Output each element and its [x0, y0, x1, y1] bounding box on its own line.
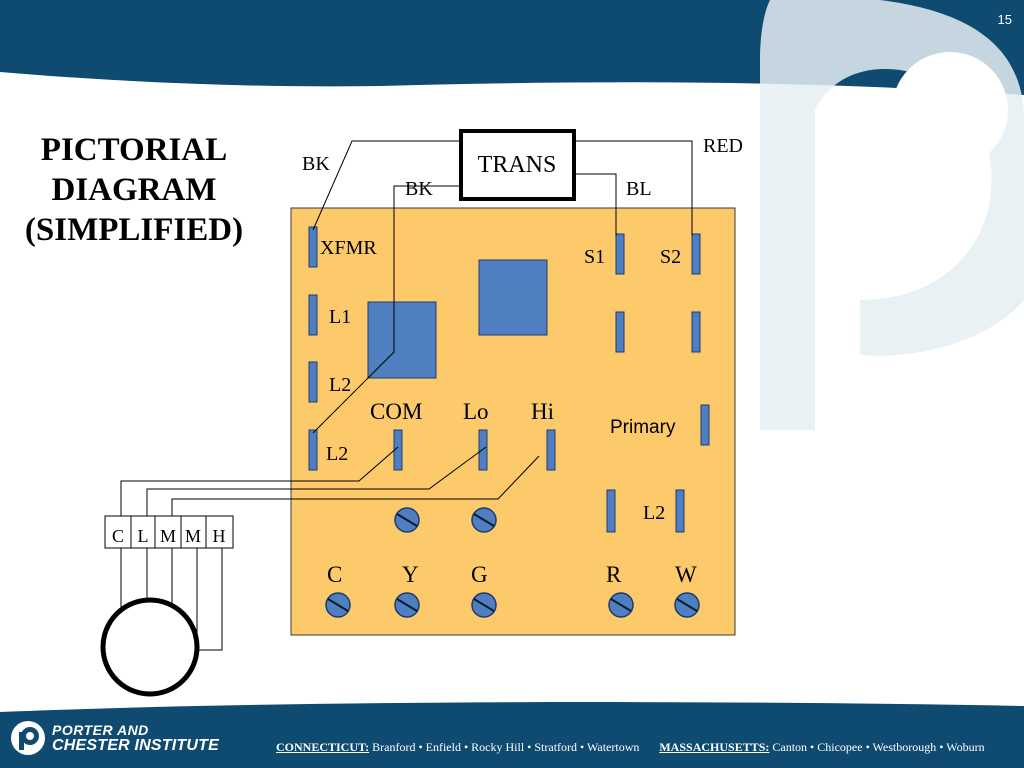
ma-label: MASSACHUSETTS: [659, 740, 770, 754]
wire-red-to-s2 [574, 140, 693, 236]
tab-hi [546, 429, 556, 471]
relay-block-left [367, 301, 437, 379]
wire-bl-to-s1 [574, 173, 617, 236]
screw-c [325, 592, 351, 618]
terminal-label-primary: Primary [610, 417, 676, 438]
screw-upper-1 [394, 507, 420, 533]
slide-number: 15 [997, 12, 1012, 27]
ma-cities: Canton • Chicopee • Westborough • Woburn [772, 740, 985, 754]
screw-w [674, 592, 700, 618]
transformer-label: TRANS [478, 152, 557, 178]
motor-lead-block [104, 515, 234, 549]
terminal-label-l2-lower: L2 [326, 443, 348, 465]
ct-cities: Branford • Enfield • Rocky Hill • Stratf… [372, 740, 640, 754]
tab-s1 [615, 233, 625, 275]
wire-hi-to-m [171, 455, 540, 645]
title-line-1: PICTORIAL [40, 132, 228, 168]
screw-upper-2 [471, 507, 497, 533]
tab-s2 [691, 233, 701, 275]
motor-lead-label-h: H [213, 526, 226, 546]
thermostat-label-g: G [471, 562, 488, 587]
screw-g [471, 592, 497, 618]
terminal-label-s2: S2 [660, 246, 681, 268]
wire-bk-to-l2 [312, 185, 461, 434]
terminal-label-lo: Lo [463, 399, 489, 424]
tab-l2-right-a [606, 489, 616, 533]
tab-xfmr [308, 226, 318, 268]
wire-h [199, 516, 223, 651]
wire-bk-to-xfmr [312, 140, 461, 231]
wire-label-bl: BL [626, 178, 652, 200]
thermostat-label-r: R [606, 562, 622, 587]
wire-label-bk-left: BK [302, 153, 330, 175]
ct-label: CONNECTICUT: [276, 740, 370, 754]
slide-title: PICTORIAL DIAGRAM (SIMPLIFIED) [14, 130, 254, 250]
thermostat-label-y: Y [402, 562, 419, 587]
terminal-label-l2-upper: L2 [329, 374, 351, 396]
title-line-3: (SIMPLIFIED) [24, 212, 244, 248]
institute-logo-icon [11, 721, 45, 755]
tab-l2-upper [308, 361, 318, 403]
screw-r [608, 592, 634, 618]
thermostat-label-c: C [327, 562, 342, 587]
terminal-label-hi: Hi [531, 399, 554, 424]
footer-band [0, 702, 1024, 768]
terminal-label-s1: S1 [584, 246, 605, 268]
terminal-label-xfmr: XFMR [320, 237, 377, 259]
motor-lead-label-m1: M [160, 526, 176, 546]
terminal-label-l2-right: L2 [643, 502, 665, 524]
tab-lo [478, 429, 488, 471]
wire-label-bk-right: BK [405, 178, 433, 200]
tab-primary [700, 404, 710, 446]
title-line-2: DIAGRAM [51, 172, 217, 208]
tab-l1 [308, 294, 318, 336]
motor-lead-label-c: C [112, 526, 124, 546]
terminal-tabs [308, 226, 710, 533]
motor-lead-label-l: L [138, 526, 149, 546]
brand-line-2: CHESTER INSTITUTE [52, 737, 219, 754]
tab-l2-lower [308, 429, 318, 471]
tab-s2-lower [691, 311, 701, 353]
brand-line-1: PORTER AND [52, 722, 149, 738]
transformer-box [459, 129, 576, 201]
motor-lead-box [104, 515, 234, 549]
screw-terminals [325, 507, 700, 618]
institute-brand: PORTER AND CHESTER INSTITUTE [52, 722, 219, 754]
wire-label-red: RED [703, 135, 743, 157]
motor-circle [100, 597, 200, 697]
screw-y [394, 592, 420, 618]
wires [120, 140, 693, 655]
thermostat-label-w: W [675, 562, 697, 587]
wire-lo-to-l [146, 446, 487, 655]
tab-s1-lower [615, 311, 625, 353]
terminal-label-l1: L1 [329, 306, 351, 328]
campus-locations: CONNECTICUT: Branford • Enfield • Rocky … [276, 740, 985, 755]
terminal-label-com: COM [370, 399, 422, 424]
relay-block-right [478, 259, 548, 336]
watermark-logo [760, 0, 1024, 430]
tab-l2-right-b [675, 489, 685, 533]
motor-lead-label-m2: M [185, 526, 201, 546]
watermark-circle [892, 52, 1008, 168]
